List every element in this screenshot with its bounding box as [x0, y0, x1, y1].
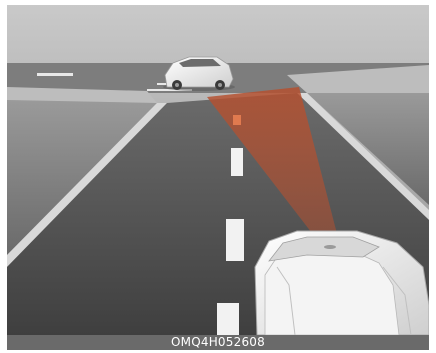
- cross-street-lane-mark: [37, 73, 73, 76]
- road-illustration: [7, 5, 429, 335]
- figure-code: OMQ4H052608: [171, 335, 265, 349]
- target-marker: [233, 115, 241, 125]
- lane-mark: [226, 219, 244, 261]
- figure-code-bar: OMQ4H052608: [7, 335, 429, 350]
- lane-mark: [231, 148, 243, 176]
- lane-mark: [217, 303, 239, 335]
